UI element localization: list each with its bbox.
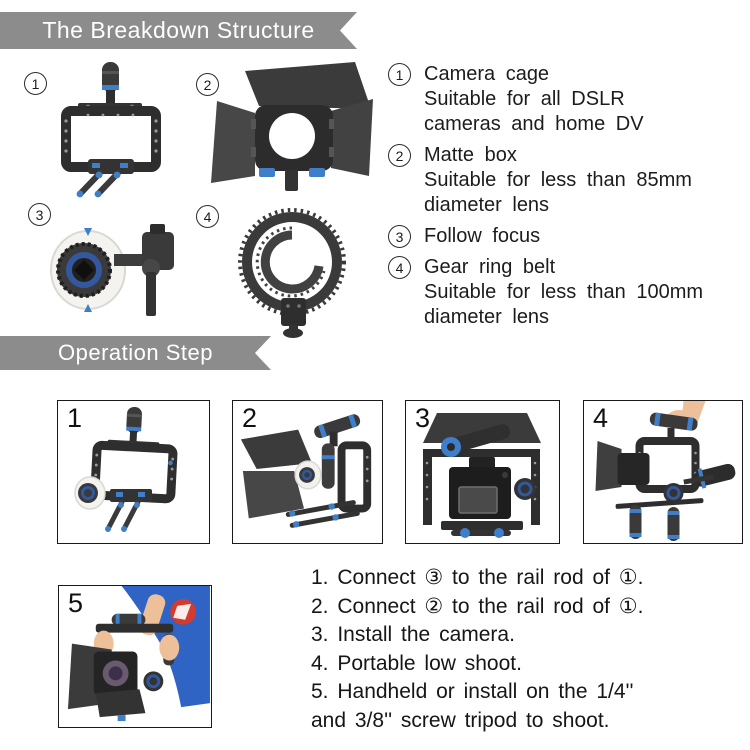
operation-banner-title: Operation Step — [58, 340, 213, 365]
operation-step-3-photo: 3 — [405, 400, 560, 544]
step-number: 1 — [67, 403, 83, 433]
follow-focus-illustration — [50, 224, 174, 316]
operation-instructions: 1. Connect ③ to the rail rod of ①. 2. Co… — [311, 564, 747, 735]
item-title: Matte box — [424, 144, 517, 166]
instruction-line-3: 3. Install the camera. — [311, 623, 515, 646]
operation-step-1-photo: 1 — [57, 400, 210, 544]
operation-banner: Operation Step — [0, 336, 271, 370]
matte-box-photo: 2 — [195, 58, 385, 200]
item-detail: diameter lens — [424, 306, 550, 328]
circled-number-3: 3 — [28, 203, 51, 226]
step-2-illustration — [240, 414, 372, 528]
item-detail: Suitable for all DSLR — [424, 88, 625, 110]
circled-number-3: 3 — [388, 225, 411, 248]
description-item-matte-box: 2 Matte box Suitable for less than 85mm … — [388, 143, 746, 218]
description-item-camera-cage: 1 Camera cage Suitable for all DSLR came… — [388, 62, 746, 137]
gear-ring-belt-illustration — [238, 208, 346, 338]
circled-number-1: 1 — [388, 63, 411, 86]
instruction-line-4: 4. Portable low shoot. — [311, 651, 522, 675]
operation-step-4-photo: 4 — [583, 400, 743, 544]
follow-focus-photo: 3 — [18, 197, 198, 341]
instruction-line-2: 2. Connect ② to the rail rod of ①. — [311, 594, 644, 618]
step-number: 5 — [68, 588, 84, 618]
circled-number-2: 2 — [388, 144, 411, 167]
item-title: Gear ring belt — [424, 256, 556, 278]
step-number: 3 — [415, 403, 431, 433]
item-detail: Suitable for less than 85mm — [424, 169, 692, 191]
item-title: Follow focus — [424, 225, 541, 247]
description-item-gear-ring-belt: 4 Gear ring belt Suitable for less than … — [388, 255, 746, 330]
step-3-illustration — [423, 413, 541, 538]
step-number: 2 — [242, 403, 258, 433]
gear-ring-belt-photo: 4 — [195, 197, 385, 341]
breakdown-banner-title: The Breakdown Structure — [42, 17, 315, 43]
instruction-line-5: 5. Handheld or install on the 1/4'' — [311, 680, 634, 703]
circled-number-4: 4 — [196, 205, 219, 228]
circled-number-4: 4 — [388, 256, 411, 279]
operation-step-5-photo: 5 — [58, 585, 212, 728]
step-4-illustration — [595, 401, 736, 541]
camera-cage-photo: 1 — [18, 58, 198, 200]
circled-number-2: 2 — [196, 73, 219, 96]
description-item-follow-focus: 3 Follow focus — [388, 224, 746, 249]
item-detail: cameras and home DV — [424, 113, 644, 135]
matte-box-illustration — [211, 62, 373, 191]
instruction-line-1: 1. Connect ③ to the rail rod of ①. — [311, 566, 644, 589]
item-detail: Suitable for less than 100mm — [424, 281, 704, 303]
step-5-illustration — [67, 586, 210, 722]
camera-cage-illustration — [61, 62, 161, 198]
breakdown-descriptions: 1 Camera cage Suitable for all DSLR came… — [388, 62, 746, 336]
step-1-illustration — [74, 406, 178, 532]
circled-number-1: 1 — [24, 72, 47, 95]
item-detail: diameter lens — [424, 194, 550, 216]
step-number: 4 — [593, 403, 609, 433]
instruction-line-5-cont: and 3/8'' screw tripod to shoot. — [311, 708, 610, 732]
item-title: Camera cage — [424, 63, 550, 85]
breakdown-banner: The Breakdown Structure — [0, 12, 357, 49]
operation-step-2-photo: 2 — [232, 400, 383, 544]
